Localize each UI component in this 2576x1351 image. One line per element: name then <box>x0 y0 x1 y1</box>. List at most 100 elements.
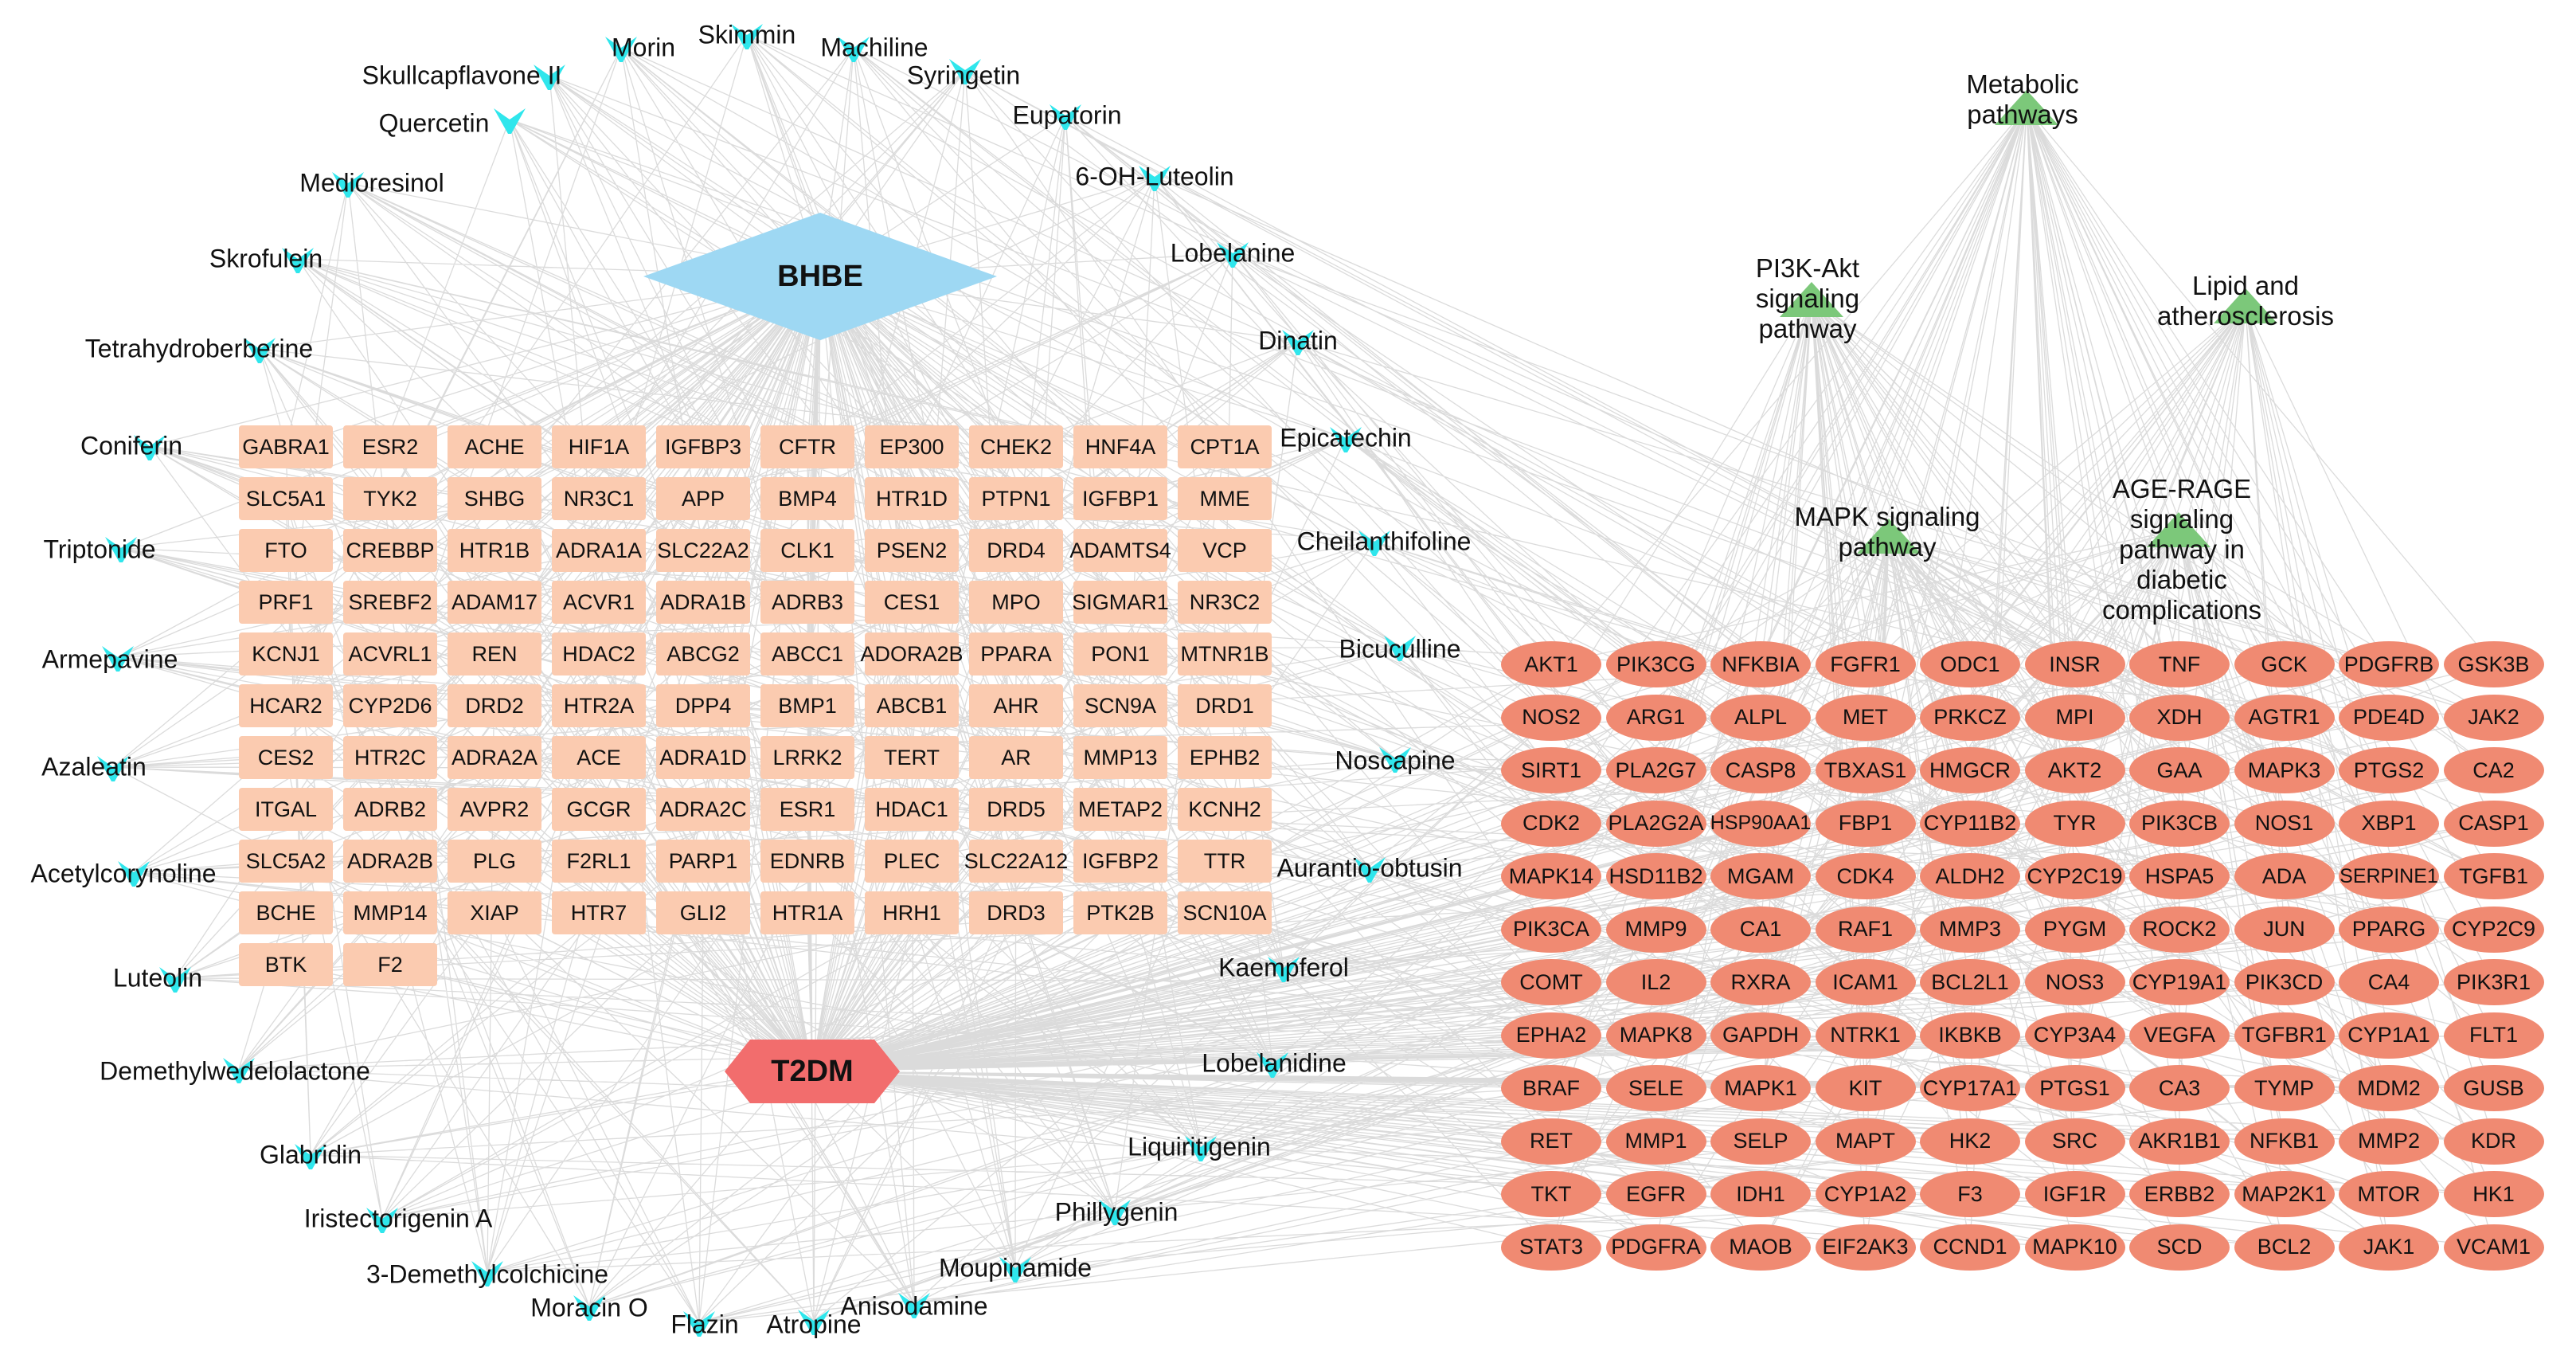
shared-target-node[interactable]: HRH1 <box>865 891 959 934</box>
shared-target-node[interactable]: SLC5A2 <box>239 840 333 883</box>
shared-target-node[interactable]: GABRA1 <box>239 425 333 468</box>
shared-target-node[interactable]: HDAC1 <box>865 788 959 831</box>
compound-v-icon[interactable] <box>898 1288 930 1320</box>
pathway-target-node[interactable]: KDR <box>2443 1118 2544 1165</box>
shared-target-node[interactable]: BCHE <box>239 891 333 934</box>
compound-v-icon[interactable] <box>102 641 134 673</box>
pathway-target-node[interactable]: GSK3B <box>2443 641 2544 687</box>
shared-target-node[interactable]: SLC22A2 <box>656 529 750 572</box>
shared-target-node[interactable]: DRD5 <box>969 788 1063 831</box>
shared-target-node[interactable]: PLEC <box>865 840 959 883</box>
shared-target-node[interactable]: SREBF2 <box>343 581 437 624</box>
pathway-target-node[interactable]: ALDH2 <box>1920 853 2020 899</box>
shared-target-node[interactable]: ESR1 <box>760 788 854 831</box>
pathway-target-node[interactable]: KIT <box>1815 1065 1916 1111</box>
compound-v-icon[interactable] <box>295 1139 326 1171</box>
pathway-target-node[interactable]: RXRA <box>1710 959 1811 1005</box>
shared-target-node[interactable]: CPT1A <box>1178 425 1272 468</box>
pathway-target-node[interactable]: MMP2 <box>2339 1118 2439 1165</box>
compound-v-icon[interactable] <box>282 243 314 275</box>
pathway-target-node[interactable]: CCND1 <box>1920 1224 2020 1271</box>
compound-v-icon[interactable] <box>1384 631 1416 663</box>
compound-v-icon[interactable] <box>1050 100 1081 131</box>
pathway-target-node[interactable]: NFKB1 <box>2234 1118 2335 1165</box>
shared-target-node[interactable]: NR3C1 <box>552 477 646 520</box>
pathway-triangle-icon[interactable] <box>2147 512 2211 547</box>
shared-target-node[interactable]: HTR1D <box>865 477 959 520</box>
pathway-target-node[interactable]: NOS1 <box>2234 800 2335 847</box>
pathway-target-node[interactable]: MMP1 <box>1605 1118 1706 1165</box>
pathway-target-node[interactable]: JUN <box>2234 906 2335 953</box>
pathway-target-node[interactable]: PIK3CA <box>1501 906 1601 953</box>
pathway-target-node[interactable]: TKT <box>1501 1171 1601 1217</box>
shared-target-node[interactable]: EPHB2 <box>1178 736 1272 779</box>
shared-target-node[interactable]: ADRA2C <box>656 788 750 831</box>
pathway-target-node[interactable]: ALPL <box>1710 694 1811 741</box>
pathway-target-node[interactable]: TYMP <box>2234 1065 2335 1111</box>
shared-target-node[interactable]: ITGAL <box>239 788 333 831</box>
shared-target-node[interactable]: SCN10A <box>1178 891 1272 934</box>
shared-target-node[interactable]: IGFBP2 <box>1073 840 1167 883</box>
pathway-target-node[interactable]: ICAM1 <box>1815 959 1916 1005</box>
shared-target-node[interactable]: SIGMAR1 <box>1072 581 1169 624</box>
compound-v-icon[interactable] <box>244 333 276 365</box>
shared-target-node[interactable]: METAP2 <box>1073 788 1167 831</box>
pathway-target-node[interactable]: MAPK14 <box>1501 853 1601 899</box>
shared-target-node[interactable]: HTR7 <box>552 891 646 934</box>
shared-target-node[interactable]: MMP13 <box>1073 736 1167 779</box>
pathway-target-node[interactable]: SERPINE1 <box>2339 853 2439 899</box>
pathway-target-node[interactable]: HMGCR <box>1920 747 2020 793</box>
pathway-target-node[interactable]: MGAM <box>1710 853 1811 899</box>
pathway-target-node[interactable]: CYP2C9 <box>2443 906 2544 953</box>
shared-target-node[interactable]: CYP2D6 <box>343 684 437 727</box>
pathway-target-node[interactable]: CYP2C19 <box>2024 853 2125 899</box>
pathway-target-node[interactable]: EIF2AK3 <box>1815 1224 1916 1271</box>
shared-target-node[interactable]: ADRA1A <box>552 529 646 572</box>
compound-v-icon[interactable] <box>332 167 364 199</box>
pathway-target-node[interactable]: PIK3CB <box>2129 800 2230 847</box>
shared-target-node[interactable]: HTR1B <box>448 529 541 572</box>
shared-target-node[interactable]: AVPR2 <box>448 788 541 831</box>
pathway-target-node[interactable]: MAOB <box>1710 1224 1811 1271</box>
pathway-target-node[interactable]: TBXAS1 <box>1815 747 1916 793</box>
compound-v-icon[interactable] <box>1282 325 1314 357</box>
pathway-triangle-icon[interactable] <box>1780 282 1843 317</box>
pathway-target-node[interactable]: NFKBIA <box>1710 641 1811 687</box>
shared-target-node[interactable]: DRD3 <box>969 891 1063 934</box>
shared-target-node[interactable]: HCAR2 <box>239 684 333 727</box>
pathway-target-node[interactable]: EGFR <box>1605 1171 1706 1217</box>
pathway-target-node[interactable]: MMP3 <box>1920 906 2020 953</box>
shared-target-node[interactable]: PSEN2 <box>865 529 959 572</box>
pathway-target-node[interactable]: SELP <box>1710 1118 1811 1165</box>
pathway-target-node[interactable]: VEGFA <box>2129 1012 2230 1059</box>
compound-v-icon[interactable] <box>494 104 526 135</box>
pathway-target-node[interactable]: PTGS2 <box>2339 747 2439 793</box>
shared-target-node[interactable]: SHBG <box>448 477 541 520</box>
pathway-target-node[interactable]: PDGFRB <box>2339 641 2439 687</box>
shared-target-node[interactable]: IGFBP1 <box>1073 477 1167 520</box>
pathway-target-node[interactable]: COMT <box>1501 959 1601 1005</box>
shared-target-node[interactable]: ADAM17 <box>448 581 541 624</box>
pathway-target-node[interactable]: BCL2L1 <box>1920 959 2020 1005</box>
pathway-target-node[interactable]: CYP3A4 <box>2024 1012 2125 1059</box>
compound-v-icon[interactable] <box>1185 1131 1217 1163</box>
shared-target-node[interactable]: DRD4 <box>969 529 1063 572</box>
pathway-target-node[interactable]: EPHA2 <box>1501 1012 1601 1059</box>
shared-target-node[interactable]: XIAP <box>448 891 541 934</box>
pathway-target-node[interactable]: CDK4 <box>1815 853 1916 899</box>
compound-v-icon[interactable] <box>1268 952 1300 984</box>
pathway-target-node[interactable]: HSD11B2 <box>1605 853 1706 899</box>
pathway-target-node[interactable]: CYP11B2 <box>1920 800 2020 847</box>
pathway-target-node[interactable]: F3 <box>1920 1171 2020 1217</box>
pathway-target-node[interactable]: BCL2 <box>2234 1224 2335 1271</box>
pathway-target-node[interactable]: HSP90AA1 <box>1710 800 1811 847</box>
pathway-target-node[interactable]: VCAM1 <box>2443 1224 2544 1271</box>
pathway-target-node[interactable]: MAPT <box>1815 1118 1916 1165</box>
shared-target-node[interactable]: BMP1 <box>760 684 854 727</box>
pathway-target-node[interactable]: JAK2 <box>2443 694 2544 741</box>
shared-target-node[interactable]: ADRA1B <box>656 581 750 624</box>
compound-v-icon[interactable] <box>1139 161 1171 193</box>
pathway-target-node[interactable]: CA2 <box>2443 747 2544 793</box>
shared-target-node[interactable]: BMP4 <box>760 477 854 520</box>
shared-target-node[interactable]: ADRA2A <box>448 736 541 779</box>
